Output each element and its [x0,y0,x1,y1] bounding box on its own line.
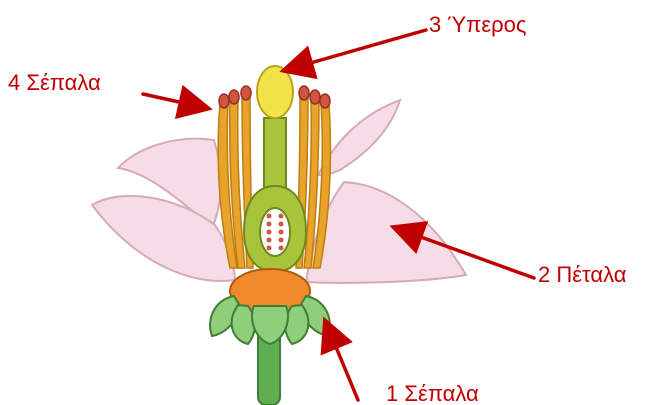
pistil-label: 3 Ύπερος [429,14,527,36]
sepals-bottom-label: 1 Σέπαλα [386,383,479,405]
pistil [244,66,306,272]
arrow-sepals-bottom [326,323,358,400]
petals-label: 2 Πέταλα [538,264,627,286]
petal-right-front [306,182,466,283]
sepals-top-label: 4 Σέπαλα [8,72,101,94]
arrow-pistil [286,30,426,70]
arrow-sepals-top [143,94,206,108]
